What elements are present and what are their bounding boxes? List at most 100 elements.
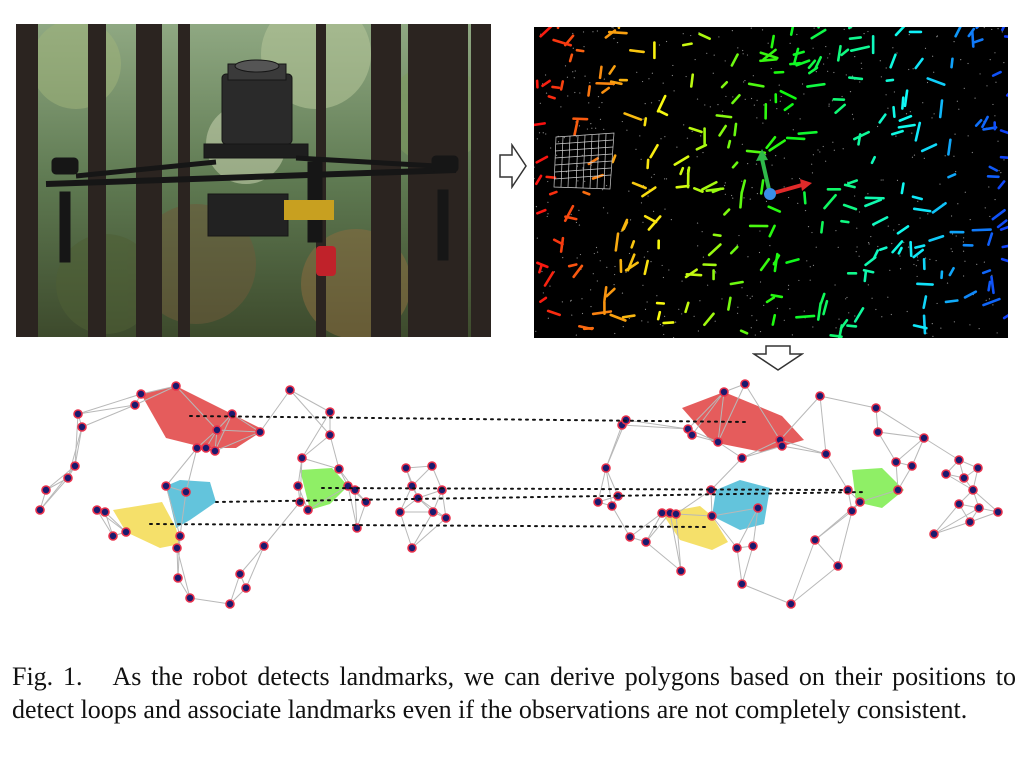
graph-edge xyxy=(710,457,743,491)
landmark-streak xyxy=(551,85,561,90)
landmark-streak xyxy=(582,326,594,331)
landmark-node xyxy=(171,381,181,391)
graph-edge xyxy=(923,437,960,461)
landmark-streak xyxy=(556,27,560,30)
graph-edge xyxy=(214,413,233,452)
graph-edge xyxy=(597,467,607,503)
graph-edge xyxy=(231,413,261,433)
landmark-node xyxy=(293,481,303,491)
landmark-streak xyxy=(552,38,573,47)
landmark-streak xyxy=(548,190,558,196)
landmark-streak xyxy=(810,28,827,40)
landmark-streak xyxy=(731,93,741,105)
landmark-streak xyxy=(608,65,616,75)
drone xyxy=(45,59,459,276)
landmark-streak xyxy=(897,123,916,129)
landmark-node xyxy=(41,485,51,495)
landmark-streak xyxy=(684,301,690,314)
landmark-polygon xyxy=(113,502,180,548)
graph-edge xyxy=(875,407,925,439)
landmark-polygon xyxy=(166,480,216,528)
landmark-node xyxy=(929,529,939,539)
landmark-node xyxy=(891,457,901,467)
landmark-node xyxy=(821,449,831,459)
landmark-node xyxy=(907,461,917,471)
landmark-streak xyxy=(730,53,739,67)
landmark-streak xyxy=(768,224,776,238)
graph-edge xyxy=(790,565,839,605)
landmark-node xyxy=(401,463,411,473)
landmark-streak xyxy=(535,174,543,186)
graph-edge xyxy=(175,385,218,431)
landmark-node xyxy=(441,513,451,523)
landmark-streak xyxy=(649,143,659,159)
landmark-streak xyxy=(720,80,729,89)
landmark-node xyxy=(973,463,983,473)
landmark-node xyxy=(407,543,417,553)
landmark-streak xyxy=(729,280,744,286)
graph-edge xyxy=(307,485,349,511)
graph-edge xyxy=(933,503,960,535)
arrow-down-icon xyxy=(751,344,805,372)
landmark-streak xyxy=(853,130,870,141)
landmark-streak xyxy=(546,309,561,317)
graph-edge xyxy=(301,434,331,459)
graph-edge xyxy=(259,389,291,433)
landmark-streak xyxy=(871,216,889,226)
landmark-node xyxy=(285,385,295,395)
graph-edge xyxy=(779,439,827,455)
landmark-node xyxy=(175,531,185,541)
landmark-node xyxy=(687,430,697,440)
landmark-streak xyxy=(631,181,647,190)
graph-edge xyxy=(645,512,671,543)
graph-edge xyxy=(717,391,725,443)
graph-edge xyxy=(752,507,759,547)
landmark-streak xyxy=(541,79,551,88)
graph-edge xyxy=(354,489,358,529)
landmark-node xyxy=(192,443,202,453)
arrow-right-icon xyxy=(498,142,528,190)
landmark-node xyxy=(295,497,305,507)
landmark-streak xyxy=(926,77,946,86)
landmark-streak xyxy=(797,130,818,135)
landmark-node xyxy=(241,583,251,593)
landmark-streak xyxy=(621,314,636,319)
landmark-streak xyxy=(872,249,880,260)
landmark-streak xyxy=(643,259,649,276)
grid-plane xyxy=(553,132,615,190)
landmark-node xyxy=(210,446,220,456)
landmark-graph-right xyxy=(593,379,1003,609)
landmark-node xyxy=(130,400,140,410)
landmark-streak xyxy=(727,296,732,311)
landmark-streak xyxy=(688,126,703,134)
landmark-streak xyxy=(903,89,909,108)
pointcloud-image xyxy=(534,27,1008,338)
landmark-streak xyxy=(707,243,722,257)
landmark-streak xyxy=(974,118,983,127)
graph-edge xyxy=(301,411,331,459)
graph-edge xyxy=(736,547,743,585)
association-lines xyxy=(149,415,867,528)
graph-edge xyxy=(165,485,181,537)
graph-edge xyxy=(691,391,725,436)
graph-edge xyxy=(741,439,781,459)
landmark-node xyxy=(748,541,758,551)
graph-edge xyxy=(711,515,738,549)
graph-edge xyxy=(621,424,689,430)
landmark-polygon xyxy=(712,480,770,530)
landmark-streak xyxy=(601,86,611,94)
landmark-streak xyxy=(789,27,795,36)
landmark-streak xyxy=(885,78,895,83)
landmark-node xyxy=(136,389,146,399)
landmark-streak xyxy=(944,299,959,304)
pointcloud-map xyxy=(534,27,1008,338)
graph-edge xyxy=(825,453,849,491)
landmark-streak xyxy=(807,59,817,70)
landmark-streak xyxy=(847,179,859,185)
graph-edge xyxy=(605,467,613,507)
robot-pose-axes xyxy=(756,149,812,200)
landmark-node xyxy=(325,430,335,440)
graph-edge xyxy=(411,517,447,549)
landmark-node xyxy=(919,433,929,443)
landmark-node xyxy=(395,507,405,517)
